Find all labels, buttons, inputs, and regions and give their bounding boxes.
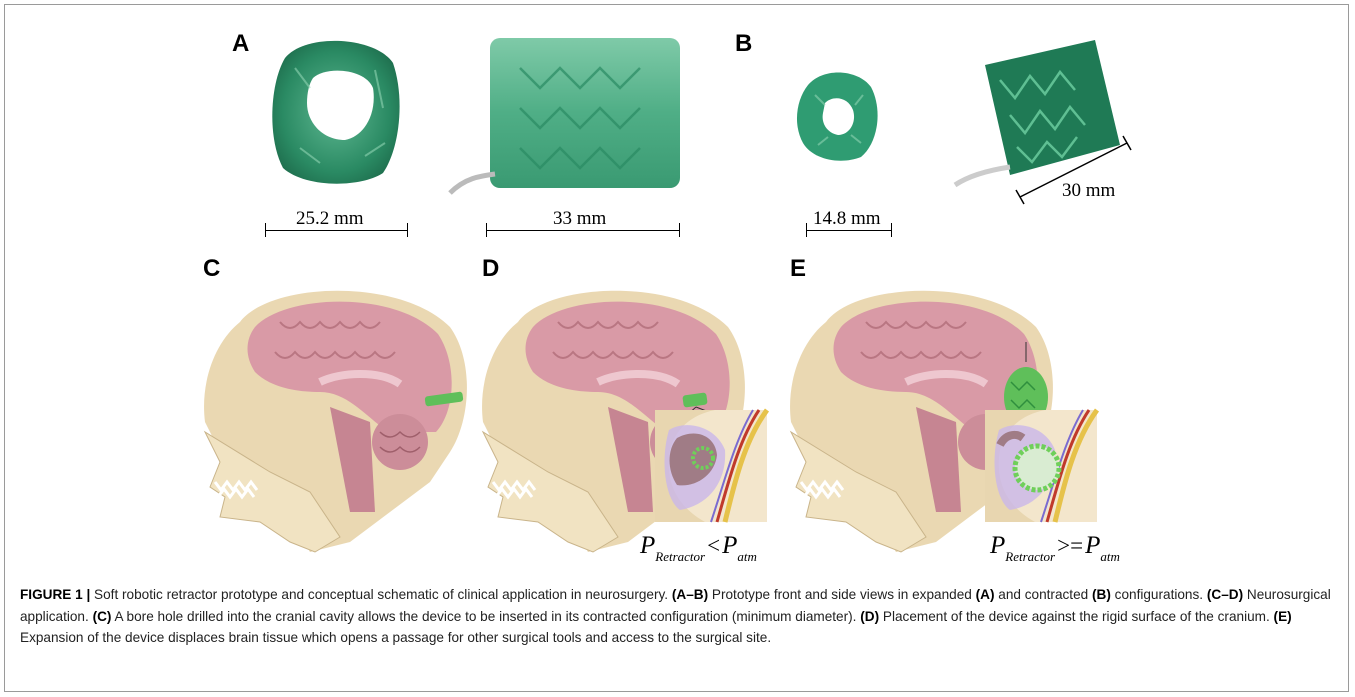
inset-zoom-d: [655, 410, 767, 522]
scale-label-expanded-side: 33 mm: [553, 208, 606, 230]
panel-label-b: B: [735, 30, 752, 58]
pressure-equation-d: PRetractor<Patm: [640, 532, 757, 560]
scale-label-contracted-front: 14.8 mm: [813, 208, 881, 230]
photo-expanded-front: [265, 28, 405, 188]
panel-label-a: A: [232, 30, 249, 58]
scale-label-expanded-front: 25.2 mm: [296, 208, 364, 230]
inset-zoom-e: [985, 410, 1097, 522]
head-illustration-c: [200, 282, 470, 572]
photo-contracted-front: [793, 65, 883, 165]
panel-label-e: E: [790, 255, 806, 283]
photo-expanded-side: [450, 28, 690, 198]
figure-caption: FIGURE 1 | Soft robotic retractor protot…: [20, 584, 1335, 649]
panel-label-d: D: [482, 255, 499, 283]
pressure-equation-e: PRetractor>=Patm: [990, 532, 1120, 560]
scale-label-contracted-side: 30 mm: [1062, 180, 1115, 202]
caption-label: FIGURE 1 |: [20, 587, 90, 602]
panel-label-c: C: [203, 255, 220, 283]
